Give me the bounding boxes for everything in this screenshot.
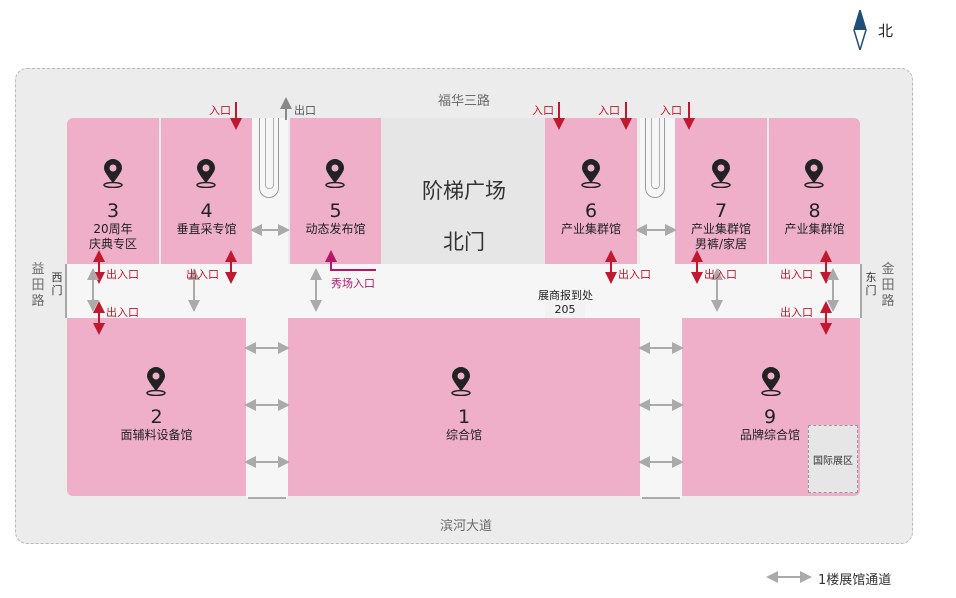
hall-4 bbox=[161, 118, 252, 264]
hall-2 bbox=[67, 318, 246, 496]
registration-label: 展商报到处 bbox=[538, 289, 593, 302]
compass-north-icon bbox=[853, 10, 867, 50]
location-pin-icon bbox=[451, 367, 471, 396]
road-west: 益田路 bbox=[31, 262, 45, 309]
location-pin-icon bbox=[325, 159, 345, 188]
entry-exit-label: 出入口 bbox=[704, 268, 737, 281]
compass-label: 北 bbox=[878, 22, 894, 40]
location-pin-icon bbox=[804, 159, 824, 188]
entry-exit-label: 出入口 bbox=[106, 306, 139, 319]
hall-7 bbox=[675, 118, 767, 264]
ramp-west bbox=[259, 118, 279, 198]
show-entry-label: 秀场入口 bbox=[331, 277, 375, 290]
gate-north: 北门 bbox=[443, 230, 485, 254]
hall-3 bbox=[67, 118, 159, 264]
ramp-east bbox=[645, 118, 665, 198]
hall-8 bbox=[769, 118, 860, 264]
hall-1 bbox=[288, 318, 640, 496]
entry-exit-arrow-icon bbox=[93, 250, 832, 335]
entry-exit-label: 出入口 bbox=[618, 268, 651, 281]
entry-exit-label: 出入口 bbox=[106, 268, 139, 281]
plaza-label: 阶梯广场 bbox=[422, 179, 506, 203]
legend-label: 1楼展馆通道 bbox=[818, 573, 892, 588]
registration-room: 205 bbox=[545, 302, 585, 318]
entry-label: 入口 bbox=[209, 104, 231, 117]
location-pin-icon bbox=[711, 159, 731, 188]
hall-5 bbox=[290, 118, 381, 264]
location-pin-icon bbox=[196, 159, 216, 188]
location-pin-icon bbox=[581, 159, 601, 188]
entry-exit-label: 出入口 bbox=[780, 306, 813, 319]
entry-exit-label: 出入口 bbox=[780, 268, 813, 281]
location-pin-icon bbox=[146, 367, 166, 396]
gate-east: 东门 bbox=[865, 271, 877, 297]
entry-label: 入口 bbox=[532, 104, 554, 117]
corridor-vertical-arrow-icon bbox=[87, 268, 839, 312]
road-south: 滨河大道 bbox=[440, 519, 493, 534]
road-east: 金田路 bbox=[881, 262, 895, 309]
entry-exit-label: 出入口 bbox=[186, 268, 219, 281]
corridor-west-strip bbox=[246, 118, 288, 498]
entry-arrow-icon bbox=[230, 102, 695, 130]
exit-label: 出口 bbox=[294, 104, 316, 117]
international-zone: 国际展区 bbox=[808, 425, 858, 493]
road-north: 福华三路 bbox=[438, 94, 491, 109]
location-pin-icon bbox=[103, 159, 123, 188]
show-entry-arrow-icon bbox=[325, 250, 376, 271]
gate-west: 西门 bbox=[51, 271, 63, 297]
entry-label: 入口 bbox=[660, 104, 682, 117]
location-pin-icon bbox=[761, 367, 781, 396]
entry-label: 入口 bbox=[598, 104, 620, 117]
corridor-horizontal-arrow-icon bbox=[244, 224, 812, 583]
plaza bbox=[381, 118, 545, 264]
hall-6 bbox=[545, 118, 637, 264]
